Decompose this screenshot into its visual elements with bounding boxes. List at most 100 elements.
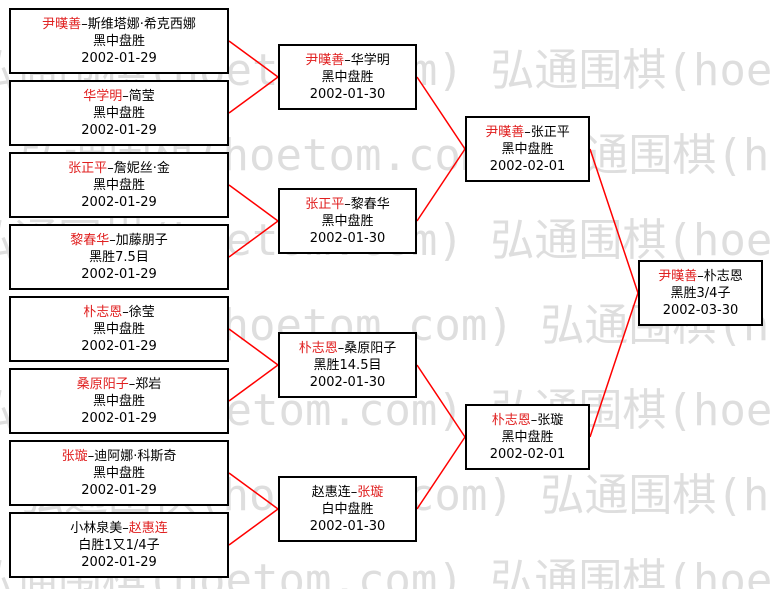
- match-date: 2002-02-01: [489, 158, 566, 174]
- player-white: 赵惠连: [128, 520, 168, 536]
- bracket-connector: [228, 472, 279, 510]
- player-separator: –: [344, 52, 351, 68]
- player-black: 朴志恩: [83, 304, 123, 320]
- player-black: 张正平: [68, 160, 108, 176]
- player-white: 简莹: [128, 88, 155, 104]
- match-result: 白中盘胜: [321, 501, 374, 517]
- player-separator: –: [524, 124, 531, 140]
- match-players: 尹暵善–斯维塔娜·希克西娜: [42, 16, 196, 33]
- player-white: 华学明: [350, 52, 390, 68]
- match-result: 黑中盘胜: [92, 465, 145, 481]
- match-result: 黑胜14.5目: [313, 357, 382, 373]
- player-black: 尹暵善: [658, 268, 698, 284]
- match-players: 朴志恩–桑原阳子: [299, 340, 397, 357]
- player-black: 赵惠连: [311, 484, 351, 500]
- match-date: 2002-01-29: [81, 122, 157, 138]
- player-separator: –: [530, 412, 538, 428]
- match-result: 黑中盘胜: [321, 69, 374, 85]
- player-separator: –: [109, 232, 116, 248]
- match-result: 白胜1又1/4子: [78, 537, 160, 553]
- bracket-connector: [589, 148, 639, 294]
- player-black: 黎春华: [70, 232, 110, 248]
- match-players: 张正平–黎春华: [305, 196, 390, 213]
- player-black: 小林泉美: [70, 520, 123, 536]
- match-result: 黑中盘胜: [501, 429, 554, 445]
- player-separator: –: [87, 448, 95, 464]
- player-white: 黎春华: [350, 196, 390, 212]
- player-white: 张璇: [357, 484, 384, 500]
- bracket-connector: [589, 292, 639, 438]
- player-separator: –: [122, 88, 129, 104]
- match-players: 桑原阳子–郑岩: [77, 376, 162, 393]
- bracket-connector: [228, 364, 279, 402]
- player-separator: –: [337, 340, 345, 356]
- match-result: 黑中盘胜: [92, 177, 145, 193]
- match-players: 尹暵善–张正平: [485, 124, 570, 141]
- bracket-connector: [416, 76, 466, 150]
- bracket-connector: [228, 40, 279, 78]
- player-white: 张璇: [537, 412, 564, 428]
- match-date: 2002-01-29: [81, 482, 157, 498]
- match-players: 小林泉美–赵惠连: [70, 520, 168, 537]
- match-players: 尹暵善–朴志恩: [658, 268, 743, 285]
- match-result: 黑中盘胜: [92, 33, 145, 49]
- bracket-connector: [228, 184, 279, 222]
- player-white: 郑岩: [135, 376, 162, 392]
- bracket-connector: [416, 364, 466, 438]
- match-date: 2002-03-30: [662, 302, 739, 318]
- player-white: 徐莹: [128, 304, 155, 320]
- bracket-connector: [228, 220, 279, 258]
- match-players: 尹暵善–华学明: [305, 52, 390, 69]
- match-players: 朴志恩–徐莹: [83, 304, 155, 321]
- match-players: 赵惠连–张璇: [312, 484, 384, 501]
- match-result: 黑中盘胜: [92, 393, 145, 409]
- player-black: 张璇: [61, 448, 88, 464]
- player-white: 加藤朋子: [115, 232, 168, 248]
- bracket-connector: [416, 436, 466, 510]
- match-result: 黑胜7.5目: [89, 249, 149, 265]
- player-black: 朴志恩: [298, 340, 338, 356]
- match-date: 2002-01-30: [309, 518, 386, 534]
- match-result: 黑胜3/4子: [670, 285, 731, 301]
- match-date: 2002-01-30: [309, 230, 386, 246]
- match-players: 朴志恩–张璇: [492, 412, 564, 429]
- match-date: 2002-01-30: [309, 86, 386, 102]
- player-black: 尹暵善: [42, 16, 82, 32]
- bracket-connector: [416, 148, 466, 222]
- player-separator: –: [107, 160, 114, 176]
- player-white: 张正平: [530, 124, 570, 140]
- match-date: 2002-01-29: [81, 410, 157, 426]
- match-date: 2002-02-01: [489, 446, 566, 462]
- match-result: 黑中盘胜: [92, 321, 145, 337]
- match-date: 2002-01-29: [81, 338, 157, 354]
- player-separator: –: [697, 268, 704, 284]
- match-result: 黑中盘胜: [501, 141, 554, 157]
- match-date: 2002-01-29: [81, 554, 157, 570]
- player-separator: –: [81, 16, 88, 32]
- player-separator: –: [344, 196, 351, 212]
- player-black: 张正平: [305, 196, 345, 212]
- match-players: 张正平–詹妮丝·金: [68, 160, 170, 177]
- match-result: 黑中盘胜: [92, 105, 145, 121]
- match-players: 华学明–简莹: [83, 88, 155, 105]
- match-date: 2002-01-29: [81, 50, 157, 66]
- player-black: 尹暵善: [485, 124, 525, 140]
- player-white: 朴志恩: [703, 268, 743, 284]
- player-black: 华学明: [83, 88, 123, 104]
- player-separator: –: [350, 484, 358, 500]
- match-date: 2002-01-29: [81, 266, 157, 282]
- match-players: 张璇–迪阿娜·科斯奇: [62, 448, 177, 465]
